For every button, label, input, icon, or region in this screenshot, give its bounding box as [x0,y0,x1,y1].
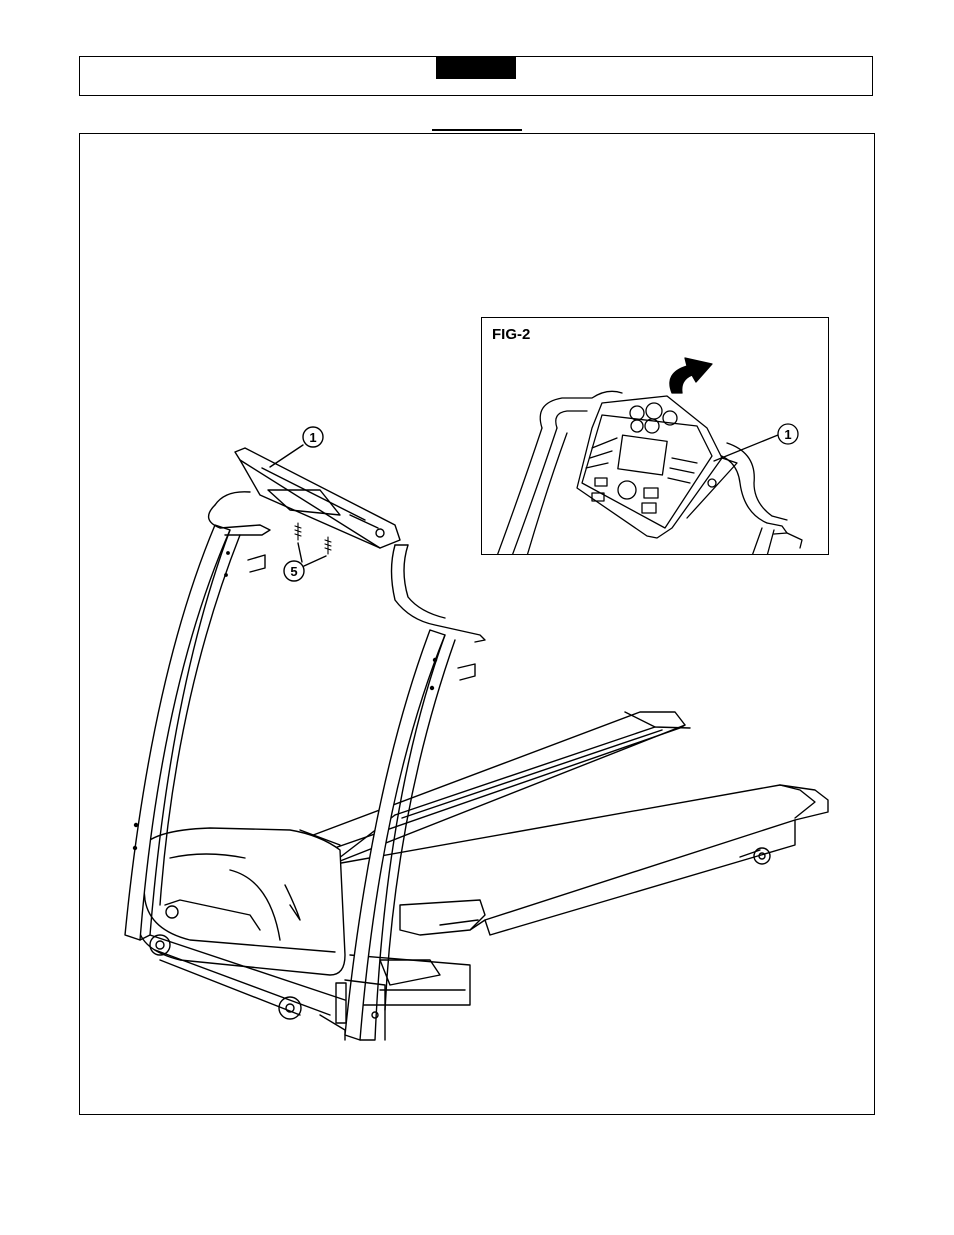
fig-2-callout-1-label: 1 [784,427,791,442]
callout-1-label: 1 [309,430,316,445]
callout-1: 1 [270,427,323,467]
console-lifted [235,448,400,548]
callout-5-label: 5 [290,564,297,579]
rotate-arrow-icon [670,358,712,393]
callout-5: 5 [284,543,326,581]
screws [295,523,331,554]
fig-2-inset: FIG-2 1 [481,317,829,555]
motor-hood [138,828,485,1005]
fig-2-console-drawing: 1 [482,318,829,555]
